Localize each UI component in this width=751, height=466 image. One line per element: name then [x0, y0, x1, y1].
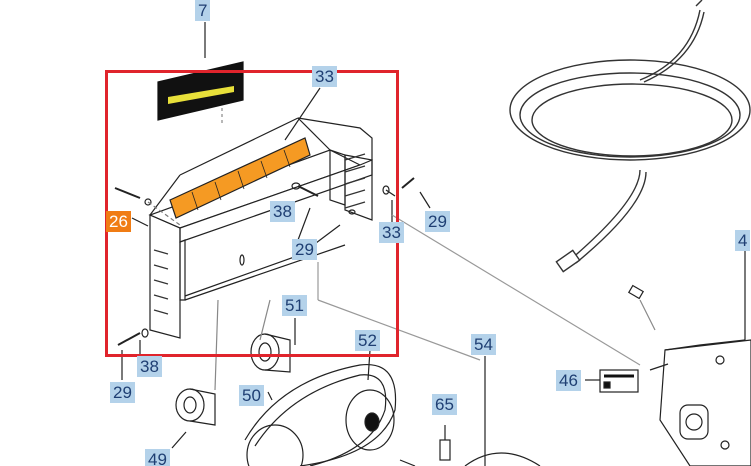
callout-33[interactable]: 33	[379, 222, 404, 243]
callout-46[interactable]: 46	[556, 370, 581, 391]
decal-stripe	[168, 86, 234, 104]
callout-26[interactable]: 26	[106, 211, 131, 232]
callout-51[interactable]: 51	[282, 295, 307, 316]
decal-part-7	[157, 61, 244, 121]
callout-33[interactable]: 33	[312, 66, 337, 87]
bushing-49	[175, 388, 216, 426]
highlight-frame	[105, 70, 399, 357]
hose-coil	[509, 0, 751, 273]
callout-52[interactable]: 52	[355, 330, 380, 351]
callout-49[interactable]: 49	[145, 449, 170, 466]
belt-52	[244, 363, 397, 466]
callout-54[interactable]: 54	[471, 334, 496, 355]
pump-part-4	[649, 339, 751, 466]
callout-4[interactable]: 4	[735, 230, 751, 251]
callout-38[interactable]: 38	[270, 201, 295, 222]
callout-65[interactable]: 65	[432, 394, 457, 415]
callout-29[interactable]: 29	[110, 382, 135, 403]
callout-29[interactable]: 29	[292, 239, 317, 260]
callout-50[interactable]: 50	[239, 385, 264, 406]
callout-29[interactable]: 29	[425, 211, 450, 232]
callout-7[interactable]: 7	[195, 0, 211, 21]
callout-38[interactable]: 38	[137, 356, 162, 377]
